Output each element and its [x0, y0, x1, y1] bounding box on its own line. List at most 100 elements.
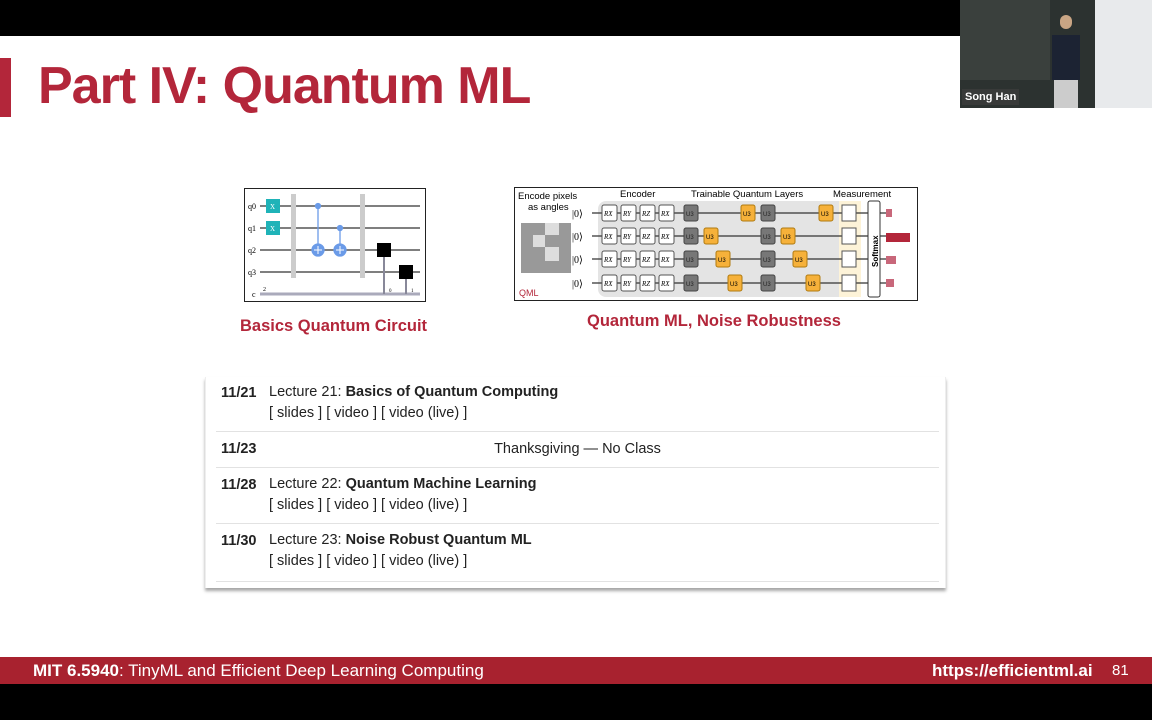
svg-text:RX: RX — [660, 210, 670, 218]
svg-text:RZ: RZ — [641, 210, 650, 218]
u3-gate — [740, 204, 756, 222]
table-row: 11/21 Lecture 21: Basics of Quantum Comp… — [216, 377, 939, 432]
course-url[interactable]: https://efficientml.ai — [932, 661, 1093, 680]
lecture-title: Basics of Quantum Computing — [345, 384, 559, 400]
svg-text:X: X — [270, 225, 275, 233]
u3-gate — [683, 250, 699, 268]
u3-gate — [760, 204, 776, 222]
u3-gate — [715, 250, 731, 268]
svg-text:RZ: RZ — [641, 280, 650, 288]
svg-text:RX: RX — [603, 233, 613, 241]
svg-text:U3: U3 — [763, 258, 771, 264]
svg-text:RY: RY — [622, 233, 632, 241]
encoder-gate — [639, 250, 656, 268]
encoder-gate — [620, 274, 637, 292]
u3-gate — [683, 227, 699, 245]
svg-text:RX: RX — [603, 210, 613, 218]
svg-text:Measurement: Measurement — [833, 189, 891, 200]
svg-text:U3: U3 — [763, 212, 771, 218]
classical-bits: 2 — [263, 287, 266, 293]
table-row: 11/28 Lecture 22: Quantum Machine Learni… — [216, 468, 939, 524]
encoder-gate — [601, 204, 618, 222]
svg-text:0: 0 — [389, 289, 392, 294]
svg-text:U3: U3 — [730, 282, 738, 288]
u3-gate — [780, 227, 796, 245]
svg-text:Softmax: Softmax — [871, 235, 880, 267]
lecture-links[interactable]: [ slides ] [ video ] [ video (live) ] — [269, 497, 468, 513]
course-name: : TinyML and Efficient Deep Learning Com… — [119, 661, 484, 680]
encoder-gate — [639, 274, 656, 292]
svg-text:Encode pixels: Encode pixels — [518, 191, 577, 202]
encoder-gate — [639, 227, 656, 245]
encoder-gate — [601, 250, 618, 268]
svg-text:RX: RX — [603, 280, 613, 288]
qubit-label: q1 — [248, 224, 256, 233]
measure-icon — [841, 250, 857, 268]
svg-text:U3: U3 — [743, 212, 751, 218]
date: 11/28 — [221, 477, 257, 493]
svg-text:RX: RX — [603, 256, 613, 264]
measure-icon — [377, 243, 391, 257]
u3-gate — [727, 274, 743, 292]
ket-zero: |0⟩ — [572, 255, 583, 266]
svg-text:QML: QML — [519, 288, 539, 298]
svg-text:U3: U3 — [686, 212, 694, 218]
date: 11/30 — [221, 533, 257, 549]
measure-icon — [399, 265, 413, 279]
ket-zero: |0⟩ — [572, 232, 583, 243]
table-row: 11/23 Thanksgiving — No Class — [216, 432, 939, 468]
date: 11/23 — [221, 441, 257, 457]
svg-text:as angles: as angles — [528, 202, 569, 213]
svg-text:RY: RY — [622, 210, 632, 218]
ket-zero: |0⟩ — [572, 279, 583, 290]
u3-gate — [805, 274, 821, 292]
u3-gate — [703, 227, 719, 245]
qubit-label: q3 — [248, 268, 256, 277]
svg-text:X: X — [270, 203, 275, 211]
holiday-note: Thanksgiving — No Class — [494, 441, 661, 457]
u3-gate — [683, 274, 699, 292]
svg-text:U3: U3 — [706, 235, 714, 241]
svg-text:U3: U3 — [686, 258, 694, 264]
svg-text:U3: U3 — [763, 282, 771, 288]
slide-title: Part IV: Quantum ML — [38, 57, 531, 115]
svg-text:U3: U3 — [686, 235, 694, 241]
svg-text:U3: U3 — [795, 258, 803, 264]
encoder-gate — [639, 204, 656, 222]
svg-text:RX: RX — [660, 233, 670, 241]
title-accent-bar — [0, 58, 11, 117]
lecture-title: Quantum Machine Learning — [345, 476, 537, 492]
svg-text:RY: RY — [622, 280, 632, 288]
speaker-name: Song Han — [962, 89, 1020, 105]
ket-zero: |0⟩ — [572, 209, 583, 220]
lecture-links[interactable]: [ slides ] [ video ] [ video (live) ] — [269, 405, 468, 421]
measure-icon — [841, 227, 857, 245]
svg-text:U3: U3 — [808, 282, 816, 288]
svg-text:U3: U3 — [821, 212, 829, 218]
encoder-gate — [620, 204, 637, 222]
quantum-ml-figure: Encode pixels as angles Encoder Trainabl… — [514, 187, 918, 301]
encoder-gate — [658, 274, 675, 292]
encoder-gate — [601, 227, 618, 245]
svg-text:U3: U3 — [718, 258, 726, 264]
classical-label: c — [252, 290, 256, 299]
svg-text:U3: U3 — [686, 282, 694, 288]
u3-gate — [792, 250, 808, 268]
encoder-gate — [658, 227, 675, 245]
svg-text:RY: RY — [622, 256, 632, 264]
lecture-number: Lecture 21: — [269, 384, 346, 400]
lecture-links[interactable]: [ slides ] [ video ] [ video (live) ] — [269, 553, 468, 569]
svg-text:RZ: RZ — [641, 233, 650, 241]
encoder-gate — [620, 250, 637, 268]
slide: Part IV: Quantum ML q0 q1 q2 q3 c 2 X X … — [0, 36, 1152, 684]
u3-gate — [760, 227, 776, 245]
measure-icon — [841, 274, 857, 292]
page-number: 81 — [1112, 662, 1129, 679]
u3-gate — [760, 250, 776, 268]
lecture-schedule-table: 11/21 Lecture 21: Basics of Quantum Comp… — [205, 377, 946, 588]
figure-caption: Quantum ML, Noise Robustness — [587, 312, 841, 330]
slide-footer: MIT 6.5940: TinyML and Efficient Deep Le… — [0, 657, 1152, 684]
svg-text:Trainable Quantum Layers: Trainable Quantum Layers — [691, 189, 803, 200]
lecture-title: Noise Robust Quantum ML — [345, 532, 532, 548]
measure-icon — [841, 204, 857, 222]
